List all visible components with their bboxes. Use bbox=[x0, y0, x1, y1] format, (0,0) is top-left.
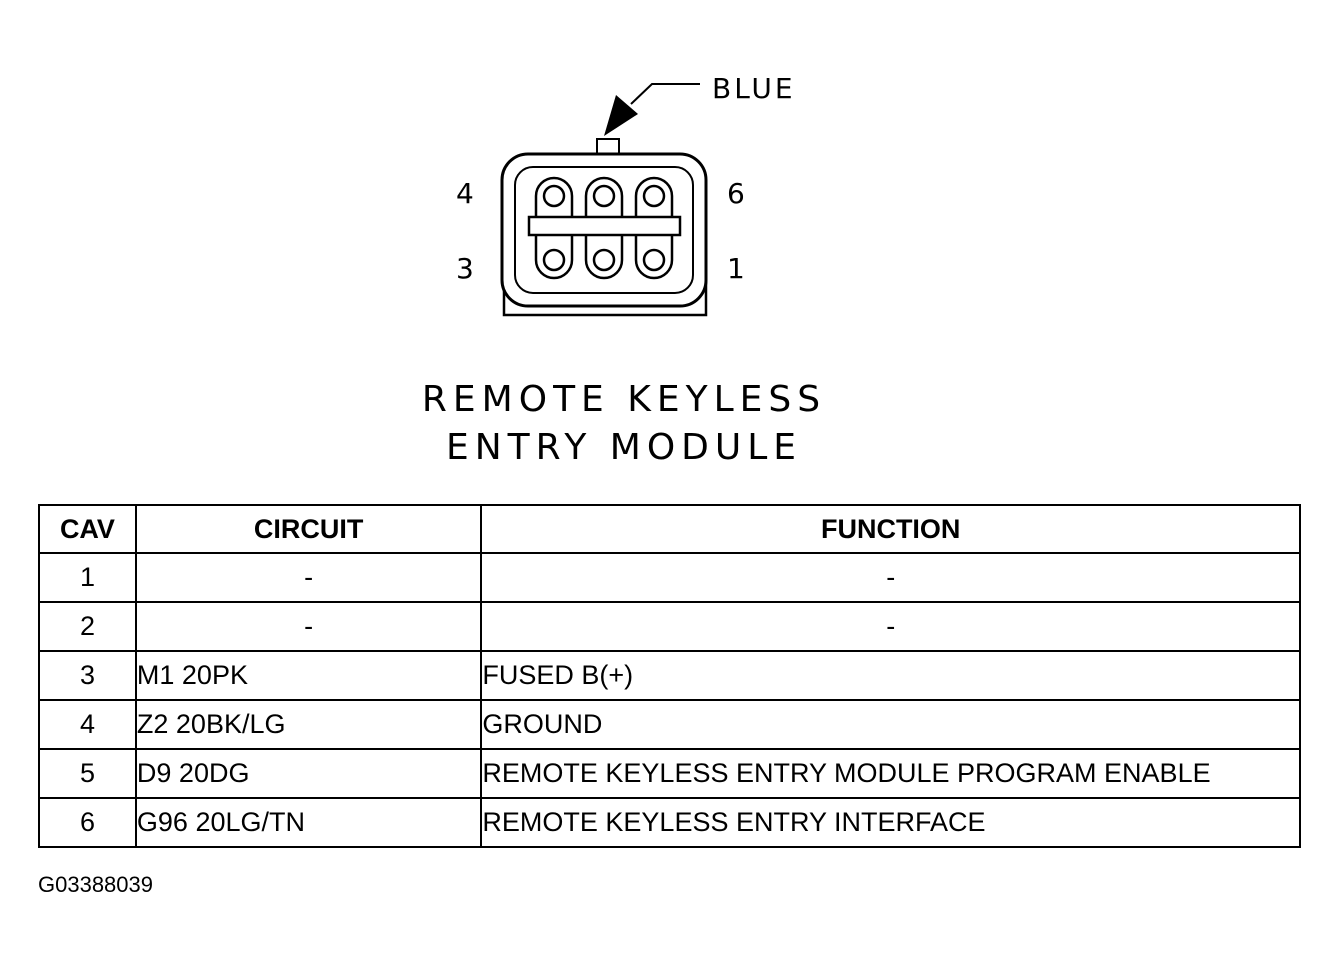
circuit-cell: Z2 20BK/LG bbox=[134, 699, 483, 750]
table-row: 4 Z2 20BK/LG GROUND bbox=[38, 699, 1301, 750]
table-row: 3 M1 20PK FUSED B(+) bbox=[38, 650, 1301, 701]
table-row: 5 D9 20DG REMOTE KEYLESS ENTRY MODULE PR… bbox=[38, 748, 1301, 799]
function-cell: REMOTE KEYLESS ENTRY MODULE PROGRAM ENAB… bbox=[480, 748, 1301, 799]
circuit-cell: - bbox=[134, 552, 483, 603]
table-header-row: CAV CIRCUIT FUNCTION bbox=[38, 504, 1301, 554]
pin-label-top-right: 6 bbox=[727, 177, 745, 210]
cavity-3 bbox=[534, 236, 574, 280]
cavity-4 bbox=[534, 176, 574, 216]
pin-4-icon bbox=[542, 184, 566, 208]
circuit-cell: - bbox=[134, 601, 483, 652]
cavity-pinout-table: CAV CIRCUIT FUNCTION 1 - - 2 - - 3 M1 20… bbox=[38, 504, 1301, 848]
color-leader-arrow bbox=[604, 95, 638, 136]
pin-3-icon bbox=[542, 248, 566, 272]
cav-cell: 1 bbox=[38, 552, 137, 603]
pin-row-top bbox=[534, 176, 674, 216]
connector-divider-bar bbox=[527, 215, 682, 237]
image-code: G03388039 bbox=[38, 872, 153, 897]
color-leader-line bbox=[630, 83, 700, 105]
table-row: 2 - - bbox=[38, 601, 1301, 652]
module-title-line-1: REMOTE KEYLESS bbox=[421, 379, 827, 420]
pin-1-icon bbox=[642, 248, 666, 272]
pin-5-icon bbox=[592, 184, 616, 208]
cavity-2 bbox=[584, 236, 624, 280]
connector-diagram: BLUE 4 6 3 1 bbox=[456, 72, 796, 317]
cav-cell: 4 bbox=[38, 699, 137, 750]
function-cell: - bbox=[480, 552, 1301, 603]
header-circuit: CIRCUIT bbox=[134, 504, 483, 554]
module-title-line-2: ENTRY MODULE bbox=[445, 427, 803, 468]
cav-cell: 3 bbox=[38, 650, 137, 701]
cav-cell: 2 bbox=[38, 601, 137, 652]
pin-label-bottom-left: 3 bbox=[456, 252, 474, 285]
cav-cell: 6 bbox=[38, 797, 137, 848]
pin-6-icon bbox=[642, 184, 666, 208]
table-row: 6 G96 20LG/TN REMOTE KEYLESS ENTRY INTER… bbox=[38, 797, 1301, 848]
connector-color-label: BLUE bbox=[712, 72, 796, 105]
pin-label-top-left: 4 bbox=[456, 177, 474, 210]
table-row: 1 - - bbox=[38, 552, 1301, 603]
function-cell: - bbox=[480, 601, 1301, 652]
circuit-cell: M1 20PK bbox=[134, 650, 483, 701]
circuit-cell: G96 20LG/TN bbox=[134, 797, 483, 848]
function-cell: GROUND bbox=[480, 699, 1301, 750]
header-function: FUNCTION bbox=[480, 504, 1301, 554]
pin-2-icon bbox=[592, 248, 616, 272]
header-cav: CAV bbox=[38, 504, 137, 554]
cavity-1 bbox=[634, 236, 674, 280]
circuit-cell: D9 20DG bbox=[134, 748, 483, 799]
pin-label-bottom-right: 1 bbox=[727, 252, 745, 285]
cav-cell: 5 bbox=[38, 748, 137, 799]
pin-row-bottom bbox=[534, 236, 674, 280]
cavity-5 bbox=[584, 176, 624, 216]
function-cell: REMOTE KEYLESS ENTRY INTERFACE bbox=[480, 797, 1301, 848]
connector-housing-inner bbox=[514, 166, 694, 294]
function-cell: FUSED B(+) bbox=[480, 650, 1301, 701]
cavity-6 bbox=[634, 176, 674, 216]
